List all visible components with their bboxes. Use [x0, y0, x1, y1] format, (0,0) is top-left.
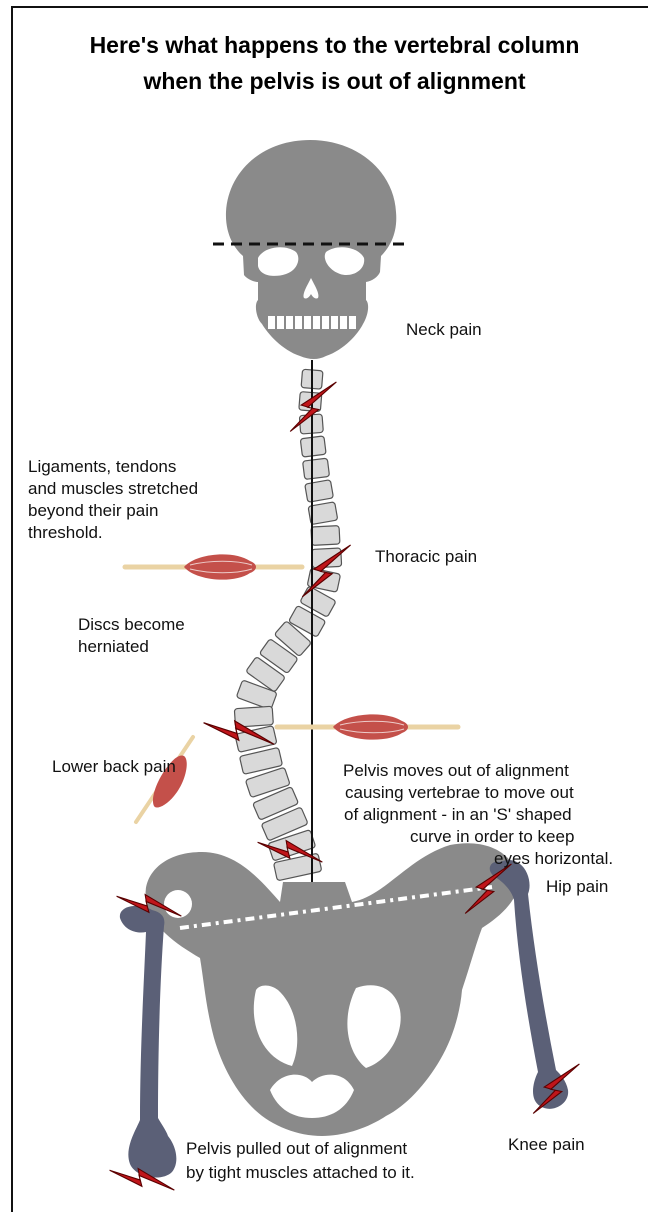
vertebra-icon — [311, 526, 340, 546]
vertebra-icon — [300, 436, 326, 457]
muscle-icon — [136, 737, 193, 822]
pelvis-icon — [146, 843, 519, 1136]
femur-icon — [120, 906, 176, 1178]
label-lower-back-pain: Lower back pain — [52, 756, 176, 777]
label-neck-pain: Neck pain — [406, 319, 482, 340]
muscle-icon — [277, 714, 458, 739]
label-hip-pain: Hip pain — [546, 876, 608, 897]
label-thoracic-pain: Thoracic pain — [375, 546, 477, 567]
teeth — [268, 316, 356, 329]
vertebral-column — [234, 369, 341, 881]
diagram-title-line-2: when the pelvis is out of alignment — [20, 63, 649, 100]
muscle-icon — [125, 554, 302, 579]
skull-icon — [226, 140, 396, 359]
diagram-title-line-1: Here's what happens to the vertebral col… — [20, 27, 649, 64]
vertebra-icon — [305, 480, 334, 503]
label-knee-pain: Knee pain — [508, 1134, 585, 1155]
vertebra-icon — [303, 458, 330, 479]
